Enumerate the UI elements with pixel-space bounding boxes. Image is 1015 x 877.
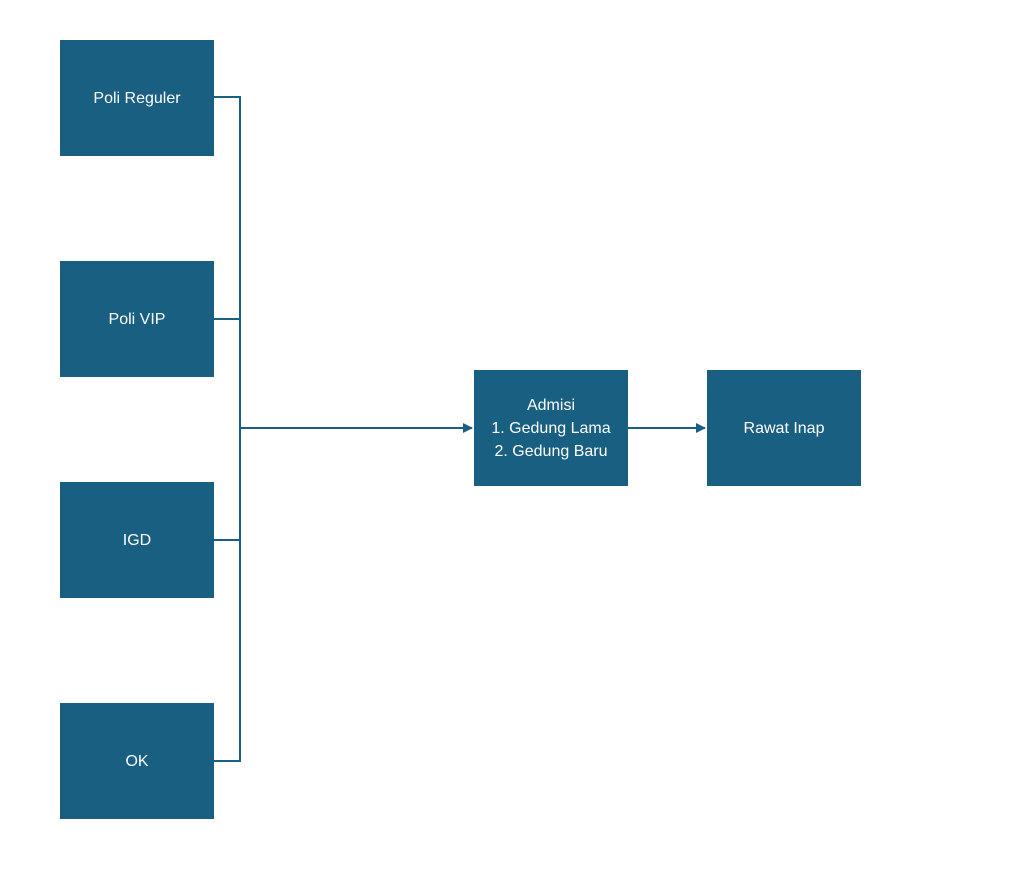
node-poli-reguler: Poli Reguler	[60, 40, 214, 156]
node-label: IGD	[122, 531, 152, 549]
node-line-gedung-lama: 1. Gedung Lama	[491, 419, 611, 437]
node-igd: IGD	[60, 482, 214, 598]
node-rawat-inap: Rawat Inap	[707, 370, 861, 486]
node-label: OK	[125, 752, 149, 770]
node-line-gedung-baru: 2. Gedung Baru	[494, 442, 608, 460]
node-title: Admisi	[526, 396, 575, 414]
node-label: Poli Reguler	[93, 89, 181, 107]
node-admisi: Admisi 1. Gedung Lama 2. Gedung Baru	[474, 370, 628, 486]
node-label: Rawat Inap	[743, 419, 825, 437]
node-poli-vip: Poli VIP	[60, 261, 214, 377]
node-ok: OK	[60, 703, 214, 819]
node-label: Poli VIP	[108, 310, 166, 328]
